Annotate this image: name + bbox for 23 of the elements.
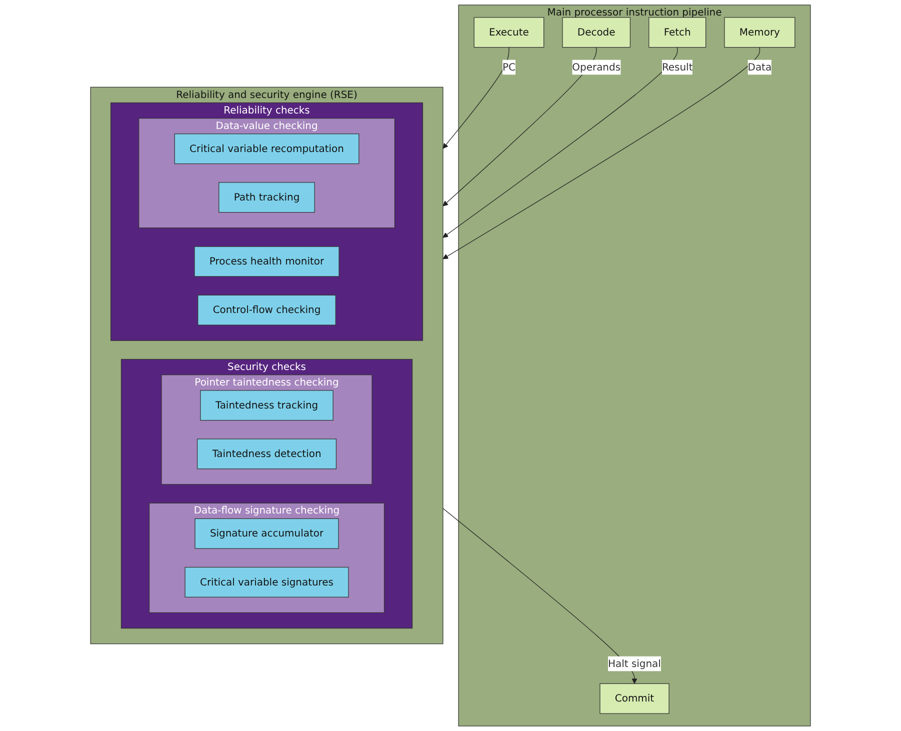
node-box: Process health monitor	[194, 246, 340, 277]
node-box: Commit	[600, 683, 670, 714]
node-box: Signature accumulator	[194, 518, 339, 549]
node-box: Control-flow checking	[198, 294, 336, 326]
arrow	[442, 47, 510, 149]
node-box: Decode	[562, 17, 631, 48]
node-box: Execute	[474, 17, 544, 48]
edge-label: Data	[748, 61, 772, 73]
edge-label: Operands	[572, 61, 621, 73]
node-box: Fetch	[648, 17, 706, 48]
edge-label: Halt signal	[608, 658, 661, 670]
edge-label: PC	[502, 61, 516, 73]
arrow	[442, 508, 638, 684]
node-box: Memory	[724, 17, 796, 48]
node-box: Taintedness detection	[196, 438, 337, 470]
node-box: Path tracking	[218, 182, 315, 213]
arrow	[442, 47, 678, 238]
node-box: Taintedness tracking	[200, 390, 334, 421]
node-box: Critical variable signatures	[184, 566, 349, 598]
arrow	[442, 47, 597, 206]
edge-label: Result	[662, 61, 693, 73]
node-box: Critical variable recomputation	[174, 134, 360, 164]
arrow	[442, 47, 760, 260]
